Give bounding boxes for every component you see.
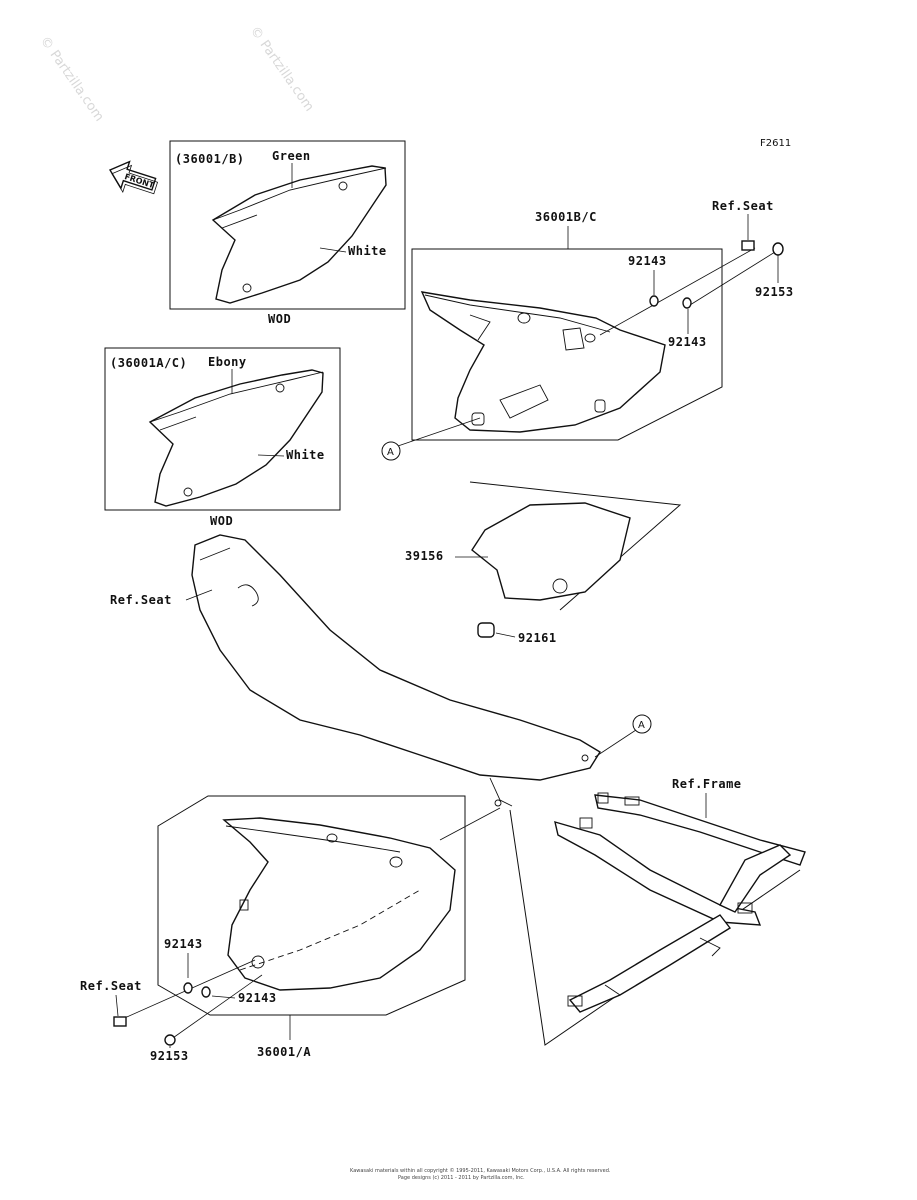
bolt-top-label: 92153 [755, 285, 794, 299]
callout-a-mid: A [638, 720, 645, 731]
variant-ac-box: (36001A/C) Ebony White WOD [104, 347, 341, 528]
variant-ac-code: (36001A/C) [110, 356, 187, 370]
variant-b-suffix: WOD [268, 312, 291, 326]
footer-page-design: Page designs (c) 2011 - 2011 by Partzill… [398, 1175, 525, 1181]
bottom-fasteners: 92143 92143 Ref.Seat 92153 [80, 937, 277, 1063]
damper-label: 92161 [518, 631, 557, 645]
washer-bot-1-label: 92143 [164, 937, 203, 951]
callout-a-top: A [387, 447, 394, 458]
sticker-label: 39156 [405, 549, 444, 563]
cover-a-label: 36001/A [257, 1045, 311, 1059]
bolt-bot-label: 92153 [150, 1049, 189, 1063]
footer-copyright: Kawasaki materials within all copyright … [350, 1167, 611, 1174]
watermark-layer: © Partzilla.com © Partzilla.com [37, 24, 317, 125]
washer-bot-2-label: 92143 [238, 991, 277, 1005]
seat-assembly: Ref.Seat A [110, 534, 652, 807]
variant-b-color-top: Green [272, 149, 311, 163]
variant-ac-color-top: Ebony [208, 355, 247, 369]
figure-code: F2611 [760, 138, 791, 149]
variant-b-box: (36001/B) Green White WOD [169, 140, 406, 326]
ref-seat-bot-label: Ref.Seat [80, 979, 142, 993]
ref-frame-label: Ref.Frame [672, 777, 742, 791]
cover-bc-label: 36001B/C [535, 210, 597, 224]
ref-seat-mid-label: Ref.Seat [110, 593, 172, 607]
cover-a-assembly: 36001/A [157, 795, 501, 1059]
variant-ac-suffix: WOD [210, 514, 233, 528]
watermark-text: © Partzilla.com [247, 24, 317, 115]
front-arrow: FRONT [108, 160, 159, 195]
cover-bc-assembly: 36001B/C A [381, 210, 723, 461]
variant-ac-color-body: White [286, 448, 325, 462]
frame-assembly: Ref.Frame [509, 777, 806, 1046]
ref-seat-top-label: Ref.Seat [712, 199, 774, 213]
variant-b-code: (36001/B) [175, 152, 245, 166]
watermark-text: © Partzilla.com [37, 34, 107, 125]
washer-top-1-label: 92143 [628, 254, 667, 268]
sticker-assembly: 39156 92161 [405, 481, 682, 645]
top-fasteners: Ref.Seat 92143 92143 92153 [599, 199, 794, 349]
variant-b-color-body: White [348, 244, 387, 258]
washer-top-2-label: 92143 [668, 335, 707, 349]
